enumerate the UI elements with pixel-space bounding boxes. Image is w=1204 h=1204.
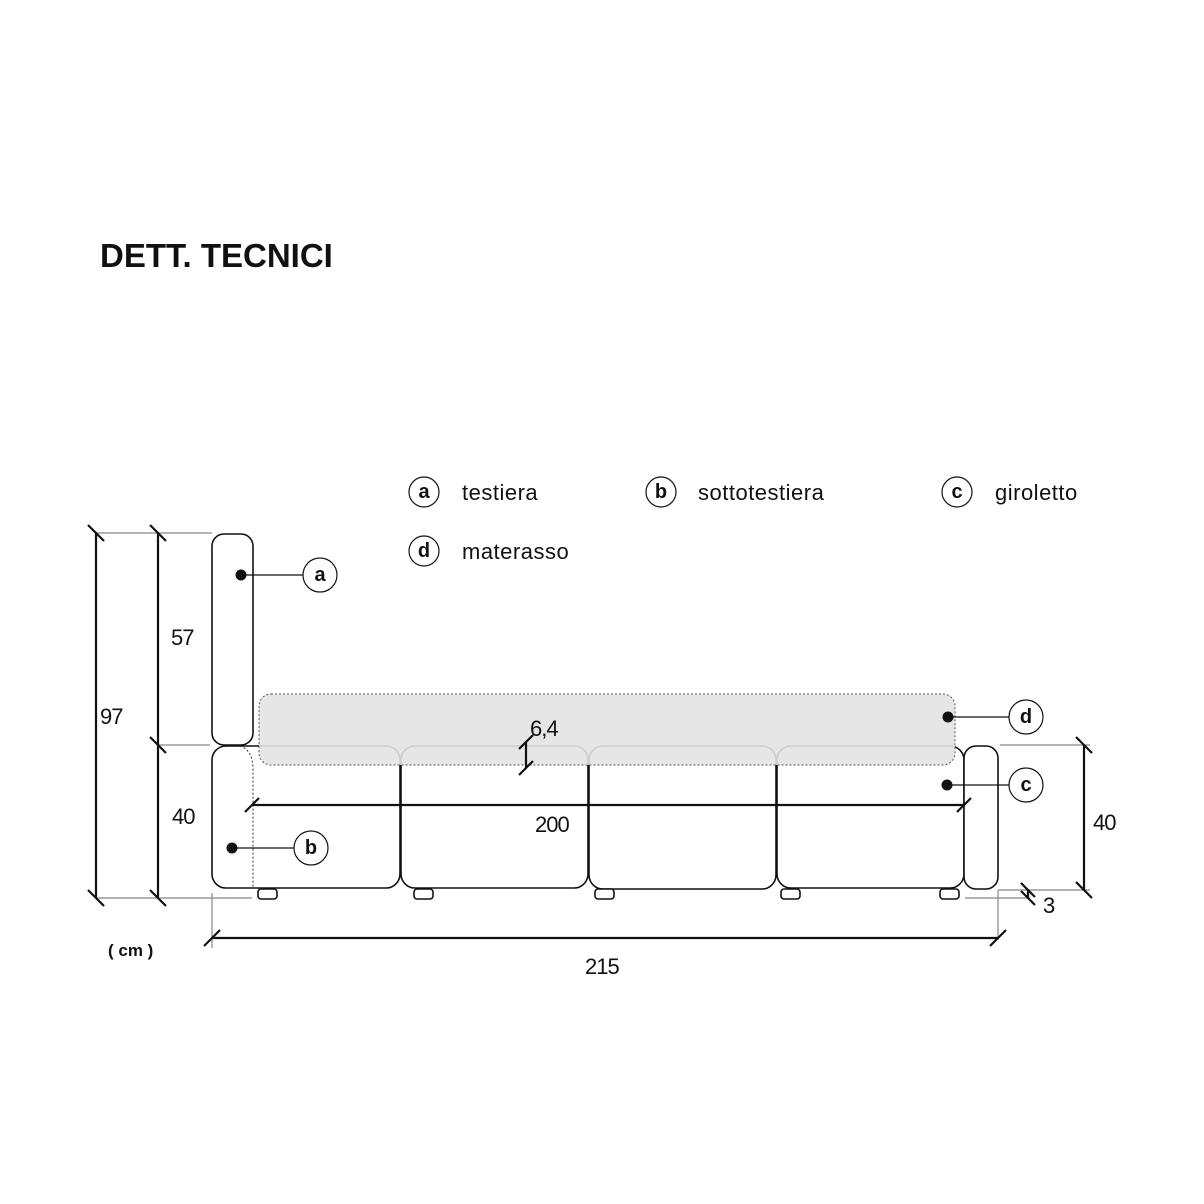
legend-marker-b	[645, 476, 677, 508]
page-title: DETT. TECNICI	[100, 237, 333, 274]
dimension-label-headboard-height: 57	[171, 625, 194, 650]
callout-key: d	[1020, 706, 1032, 728]
legend-marker-d	[408, 535, 440, 567]
callout-b: b	[226, 830, 329, 866]
base-section	[211, 745, 401, 889]
legend-item-c: c giroletto	[941, 476, 1078, 508]
foot	[594, 888, 615, 900]
dimension-label-total-height: 97	[100, 704, 123, 729]
legend-item-a: a testiera	[408, 476, 538, 508]
headboard	[211, 533, 254, 746]
dimension-label-mattress-overlap: 6,4	[530, 716, 558, 741]
foot	[780, 888, 801, 900]
callout-marker	[1008, 767, 1044, 803]
dimension-label-base-height-right: 40	[1093, 810, 1116, 835]
dimension-97: 97	[87, 524, 124, 907]
legend-key: c	[951, 481, 962, 503]
legend-key: a	[418, 481, 430, 503]
legend-label: sottotestiera	[698, 480, 825, 505]
callout-key: c	[1020, 774, 1031, 796]
legend-key: d	[418, 540, 430, 562]
dimension-label-base-height: 40	[172, 804, 195, 829]
dimension-200: 200	[244, 797, 972, 837]
legend-marker-a	[408, 476, 440, 508]
dimension-label-total-length: 215	[585, 954, 619, 979]
legend-label: testiera	[462, 480, 538, 505]
legend-item-d: d materasso	[408, 535, 569, 567]
callout-marker	[293, 830, 329, 866]
base-section	[588, 745, 777, 890]
dimension-6-4: 6,4	[518, 716, 559, 776]
unit-label: ( cm )	[108, 941, 153, 960]
dimension-label-feet-height: 3	[1043, 893, 1055, 918]
foot	[413, 888, 434, 900]
callout-c: c	[941, 767, 1044, 803]
legend: a testiera b sottotestiera c giroletto d…	[408, 476, 1078, 567]
callout-key: a	[314, 564, 326, 586]
callout-key: b	[305, 837, 317, 859]
feet	[257, 888, 960, 900]
legend-label: giroletto	[995, 480, 1078, 505]
foot	[939, 888, 960, 900]
dimension-40-right: 40	[1075, 736, 1117, 899]
dimension-label-inner-length: 200	[535, 812, 569, 837]
legend-key: b	[655, 481, 667, 503]
base-section	[776, 745, 965, 889]
callout-marker	[1008, 699, 1044, 735]
callout-d: d	[942, 699, 1044, 735]
legend-item-b: b sottotestiera	[645, 476, 825, 508]
dimension-3: 3	[1020, 882, 1056, 918]
under-headboard-outline	[239, 745, 254, 888]
legend-marker-c	[941, 476, 973, 508]
foot	[257, 888, 278, 900]
callout-marker	[302, 557, 338, 593]
dimension-57-40: 57 40	[149, 524, 196, 907]
footboard	[963, 745, 999, 890]
dimension-215: 215	[203, 929, 1007, 979]
callout-a: a	[235, 557, 338, 593]
mattress	[258, 693, 956, 766]
legend-label: materasso	[462, 539, 569, 564]
